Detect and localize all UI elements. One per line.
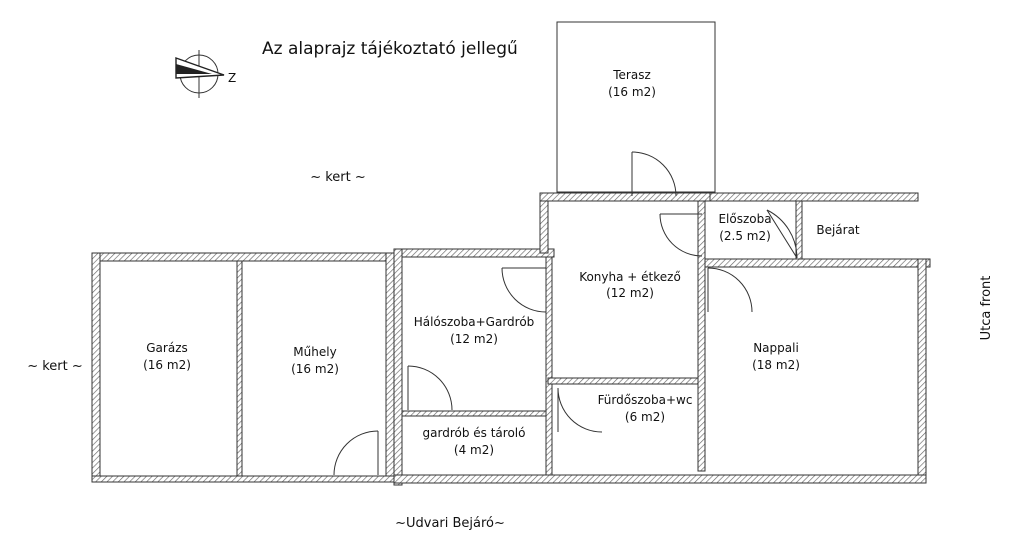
room-name-gardrob: gardrób és tároló [423, 426, 526, 440]
door-workshop [333, 430, 379, 476]
label-street-front: Utca front [979, 276, 994, 341]
room-area-muhely: (16 m2) [291, 362, 339, 376]
wall-bottom-house [393, 474, 927, 484]
wall-top-garage [91, 252, 395, 262]
wall-living-right [917, 258, 927, 482]
room-name-terasz: Terasz [612, 68, 651, 82]
compass-letter: Z [228, 71, 236, 85]
label-yard-entrance: ~Udvari Bejáró~ [395, 516, 505, 531]
wall-kitchen-top [539, 192, 711, 202]
wall-kitchen-right [697, 200, 706, 472]
upper-wall [699, 192, 919, 202]
room-name-eloszoba: Előszoba [718, 212, 771, 226]
wall-bottom-garage [91, 475, 395, 483]
wall-bedroom-storage [401, 410, 547, 417]
room-name-konyha: Konyha + étkező [579, 270, 681, 284]
label-garden-left: ~ kert ~ [27, 359, 83, 374]
room-area-konyha: (12 m2) [606, 286, 654, 300]
room-area-terasz: (16 m2) [608, 85, 656, 99]
room-area-nappali: (18 m2) [752, 358, 800, 372]
door-terrace [631, 151, 677, 197]
door-living [707, 267, 753, 313]
room-area-gardrob: (4 m2) [454, 443, 494, 457]
wall-kitchen-left-upper [539, 192, 549, 254]
room-name-nappali: Nappali [753, 341, 799, 355]
compass-icon: Z [175, 50, 236, 98]
terrace-outline [556, 21, 716, 193]
door-bedroom [501, 267, 547, 313]
room-area-furdoszoba: (6 m2) [625, 410, 665, 424]
label-garden-top: ~ kert ~ [310, 170, 366, 185]
plan-title: Az alaprajz tájékoztató jellegű [262, 39, 518, 59]
wall-workshop-right [385, 252, 395, 482]
room-area-haloszoba: (12 m2) [450, 332, 498, 346]
wall-top-bedroom [393, 248, 555, 258]
door-kitchen-hall [659, 213, 703, 257]
wall-kitchen-bottom [547, 377, 705, 385]
door-entrance [766, 209, 798, 259]
room-name-garazs: Garázs [146, 341, 188, 355]
room-area-garazs: (16 m2) [143, 358, 191, 372]
door-bathroom [557, 387, 603, 433]
door-storage [407, 365, 453, 411]
wall-garage-workshop [236, 260, 243, 477]
label-entrance: Bejárat [816, 223, 860, 237]
room-name-muhely: Műhely [293, 345, 336, 359]
wall-left-bedroom [393, 248, 403, 486]
room-name-haloszoba: Hálószoba+Gardrób [414, 315, 535, 329]
wall-bedroom-right [545, 256, 553, 476]
room-name-furdoszoba: Fürdőszoba+wc [598, 393, 693, 407]
wall-left-garage [91, 252, 101, 482]
wall-hall-right [795, 200, 803, 260]
room-area-eloszoba: (2.5 m2) [719, 229, 771, 243]
wall-living-top [704, 258, 931, 268]
